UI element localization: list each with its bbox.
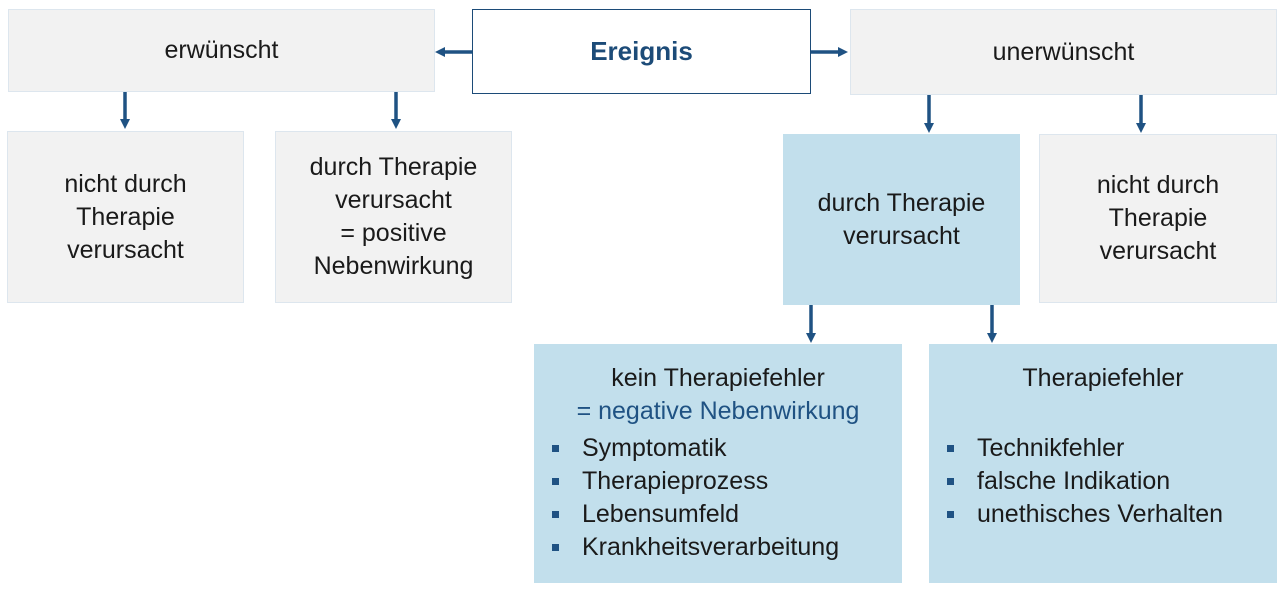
node-erwuenscht-nicht-durch-therapie: nicht durch Therapie verursacht [7, 131, 244, 303]
list-item-label: Therapieprozess [582, 467, 769, 495]
bullet-square-icon [947, 511, 954, 518]
text-line: = positive [340, 219, 447, 247]
node-unerwuenscht: unerwünscht [850, 9, 1277, 95]
kein-therapiefehler-list: Symptomatik Therapieprozess Lebensumfeld… [542, 432, 839, 564]
list-item-label: unethisches Verhalten [977, 500, 1224, 528]
therapiefehler-list: Technikfehler falsche Indikation unethis… [937, 432, 1223, 531]
list-item: Symptomatik [542, 432, 839, 465]
text-line: nicht durch [64, 169, 187, 198]
node-therapiefehler: Therapiefehler Technikfehler falsche Ind… [929, 344, 1277, 583]
bullet-square-icon [552, 511, 559, 518]
list-item-label: Lebensumfeld [582, 500, 740, 528]
node-erwuenscht: erwünscht [8, 9, 435, 92]
text-line: verursacht [67, 235, 184, 264]
root-node-ereignis: Ereignis [472, 9, 811, 94]
list-item: falsche Indikation [937, 465, 1223, 498]
node-erwuenscht-durch-therapie: durch Therapie verursacht = positive Neb… [275, 131, 512, 303]
text-line: durch Therapie [309, 153, 478, 181]
text-line: Therapie [1108, 204, 1208, 232]
node-therapiefehler-title: Therapiefehler [1022, 364, 1184, 392]
list-item-label: Technikfehler [977, 434, 1125, 462]
text-line: Nebenwirkung [313, 252, 474, 280]
node-kein-therapiefehler-subtitle: = negative Nebenwirkung [576, 397, 860, 425]
text-line: durch Therapie [817, 188, 986, 217]
node-kein-therapiefehler-title: kein Therapiefehler [611, 364, 825, 392]
text-line: verursacht [843, 221, 960, 250]
node-erwuenscht-label: erwünscht [164, 36, 279, 64]
list-item-label: Krankheitsverarbeitung [582, 533, 840, 561]
list-item: Krankheitsverarbeitung [542, 531, 839, 564]
list-item: Therapieprozess [542, 465, 839, 498]
text-line: verursacht [1099, 237, 1217, 265]
node-unerwuenscht-nicht-durch-therapie: nicht durch Therapie verursacht [1039, 134, 1277, 303]
bullet-square-icon [947, 445, 954, 452]
list-item-label: falsche Indikation [977, 467, 1171, 495]
bullet-square-icon [552, 445, 559, 452]
text-line: Therapie [76, 202, 175, 231]
text-line: nicht durch [1096, 171, 1220, 199]
list-item-label: Symptomatik [582, 434, 727, 462]
bullet-square-icon [552, 544, 559, 551]
bullet-square-icon [947, 478, 954, 485]
bullet-square-icon [552, 478, 559, 485]
node-unerwuenscht-durch-therapie: durch Therapie verursacht [783, 134, 1020, 305]
list-item: Lebensumfeld [542, 498, 839, 531]
node-kein-therapiefehler: kein Therapiefehler = negative Nebenwirk… [534, 344, 902, 583]
list-item: Technikfehler [937, 432, 1223, 465]
root-node-label: Ereignis [590, 36, 693, 66]
node-unerwuenscht-label: unerwünscht [992, 37, 1135, 66]
list-item: unethisches Verhalten [937, 498, 1223, 531]
text-line: verursacht [335, 186, 452, 214]
